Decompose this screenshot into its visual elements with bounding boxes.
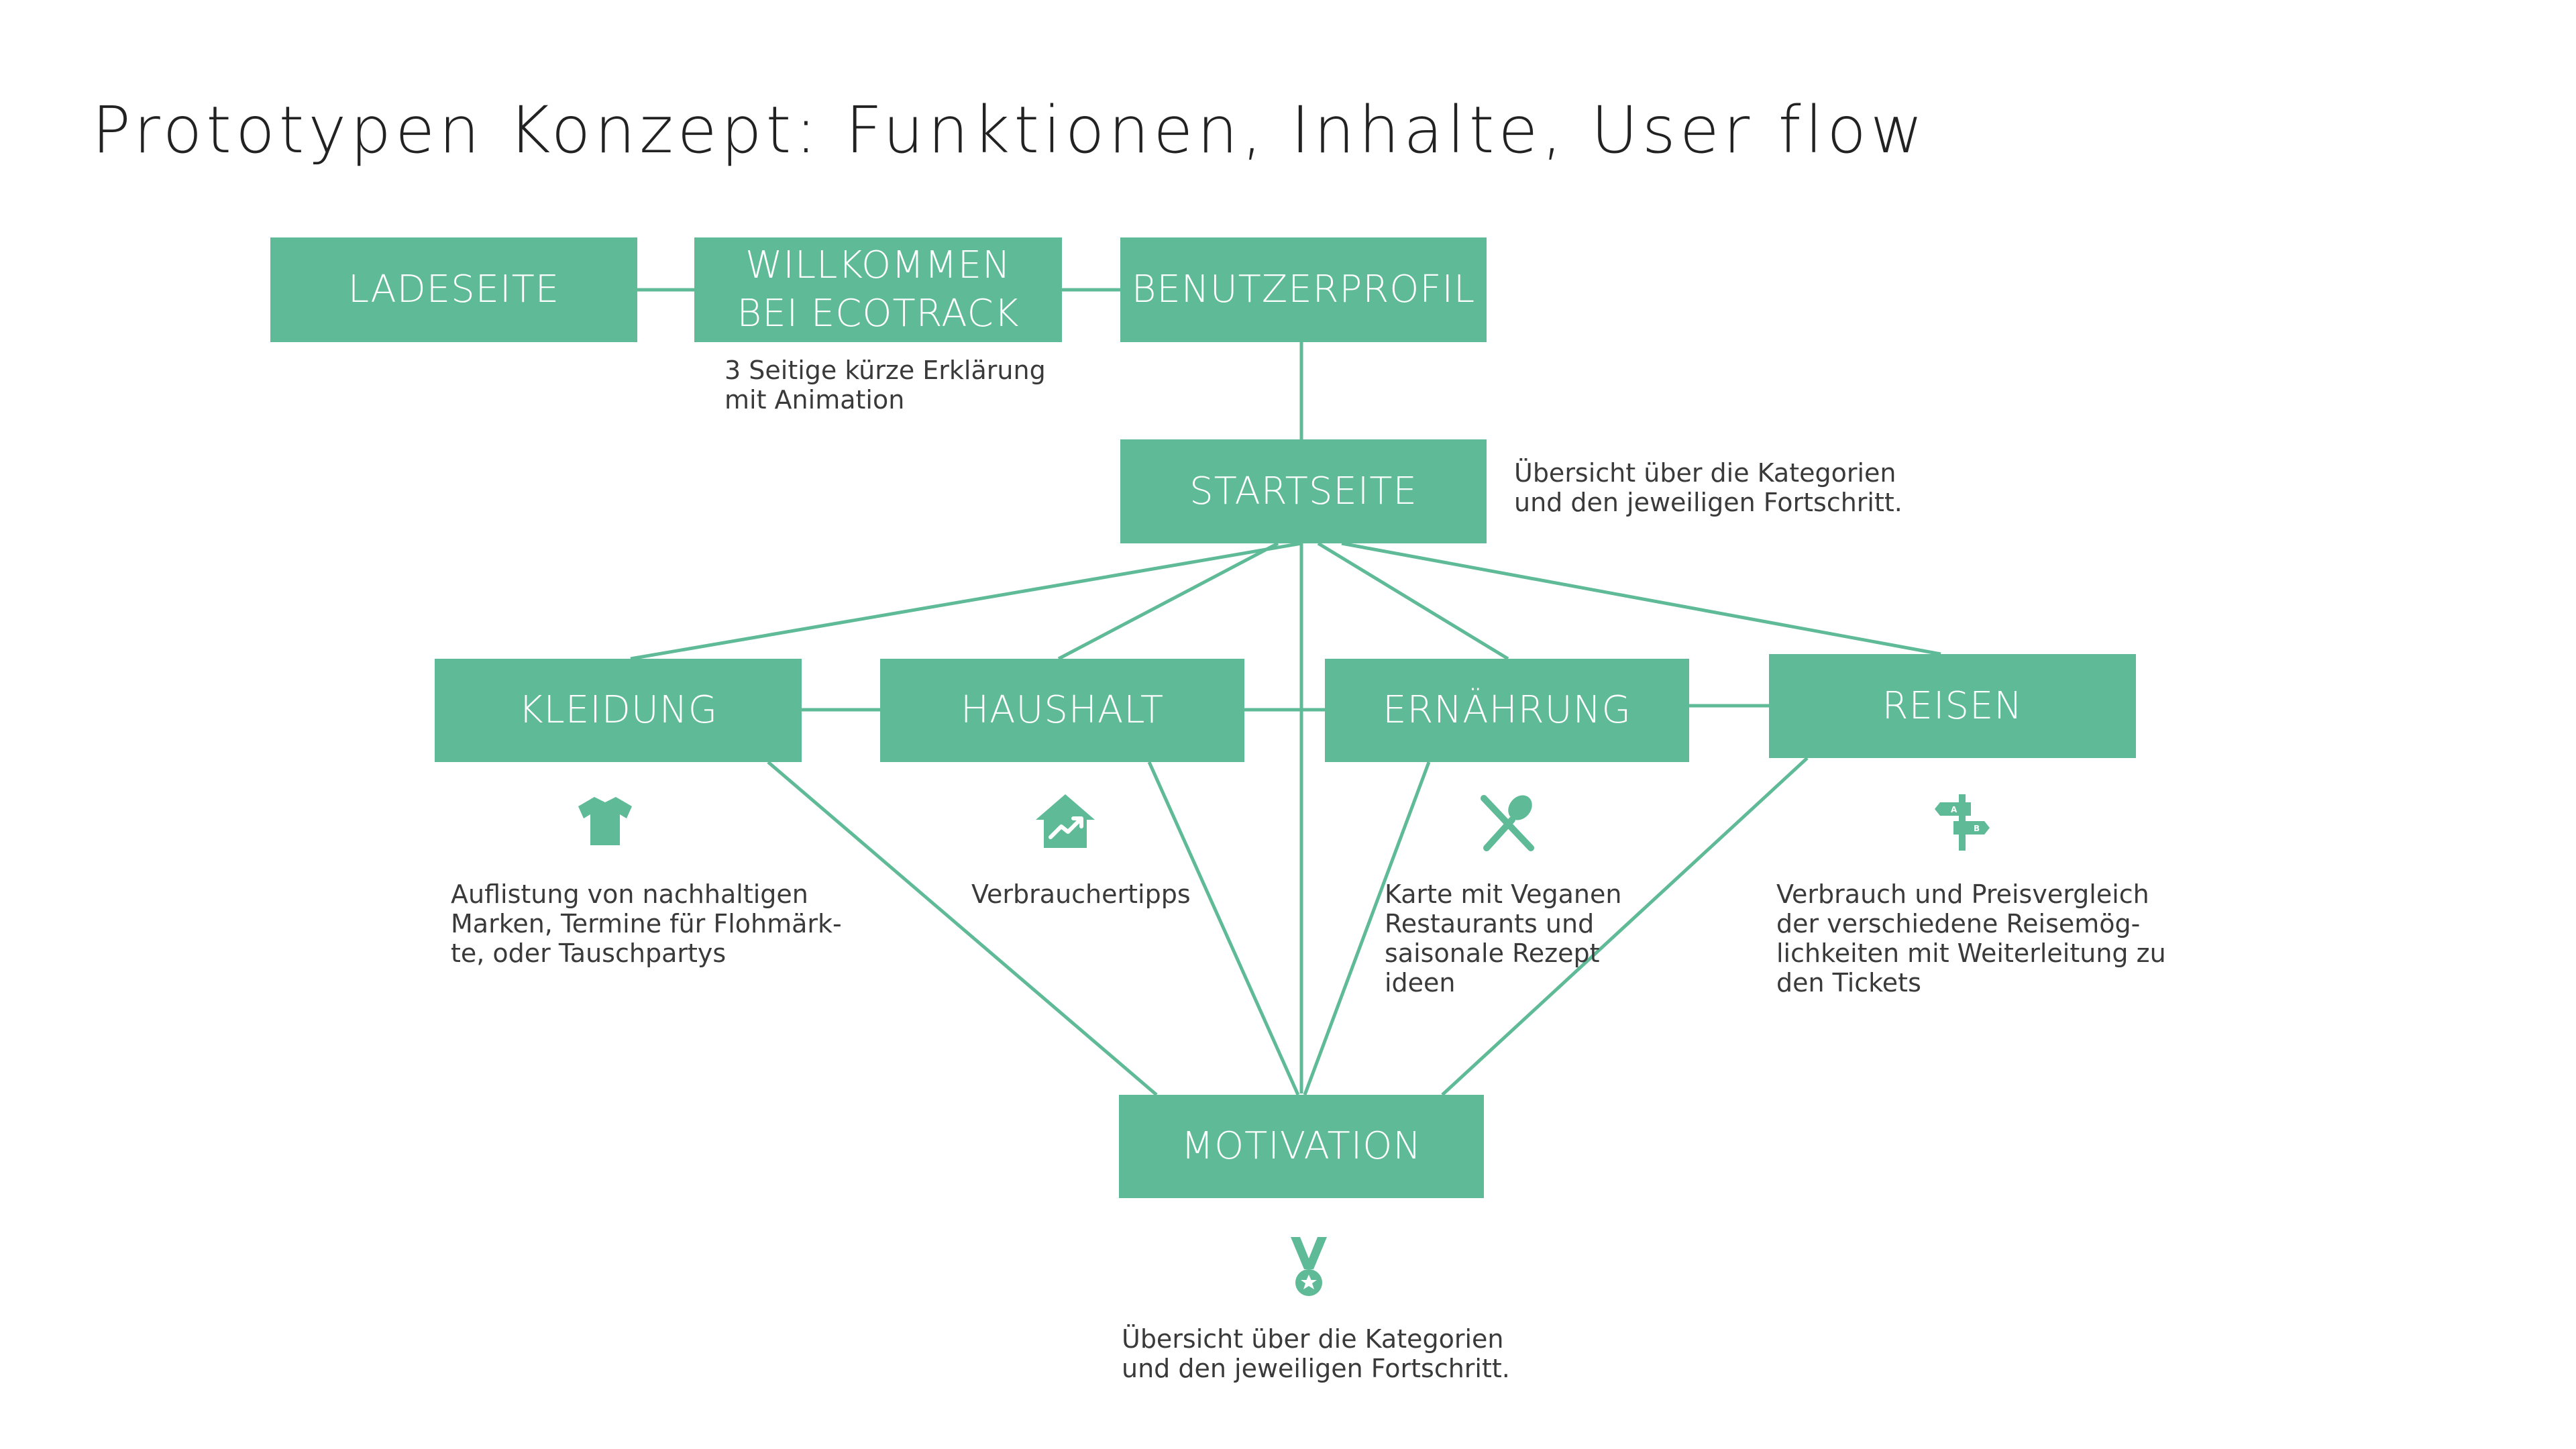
node-ernaehrung: ERNÄHRUNG — [1325, 659, 1689, 762]
connector-ernaehrung-motivation — [1303, 761, 1431, 1095]
note-haushalt: Verbrauchertipps — [971, 879, 1191, 909]
house-trend-icon — [1036, 794, 1095, 848]
svg-text:B: B — [1974, 824, 1980, 833]
connector-startseite-haushalt — [1057, 541, 1279, 661]
connector-startseite-ernaehrung — [1317, 541, 1509, 661]
connector-startseite-reisen — [1341, 541, 1941, 656]
node-motivation: MOTIVATION — [1119, 1095, 1484, 1198]
node-startseite: STARTSEITE — [1120, 439, 1487, 543]
node-ladeseite: LADESEITE — [270, 237, 637, 342]
node-benutzerprofil: BENUTZERPROFIL — [1120, 237, 1487, 342]
connector-startseite-kleidung — [630, 541, 1302, 661]
node-reisen: REISEN — [1769, 654, 2136, 758]
connector-haushalt-motivation — [1147, 761, 1300, 1096]
note-reisen: Verbrauch und Preisvergleich der verschi… — [1776, 879, 2166, 998]
note-ernaehrung: Karte mit Veganen Restaurants und saison… — [1385, 879, 1622, 998]
page-title: Prototypen Konzept: Funktionen, Inhalte,… — [92, 93, 1927, 168]
medal-icon — [1291, 1237, 1327, 1296]
node-haushalt: HAUSHALT — [880, 659, 1244, 762]
note-startseite: Übersicht über die Kategorien und den je… — [1514, 458, 1902, 517]
note-kleidung: Auflistung von nachhaltigen Marken, Term… — [451, 879, 842, 968]
node-kleidung: KLEIDUNG — [435, 659, 802, 762]
connector-kleidung-motivation — [767, 761, 1158, 1096]
signpost-icon: A B — [1935, 794, 1990, 851]
connector-reisen-motivation — [1441, 757, 1809, 1096]
note-willkommen: 3 Seitige kürze Erklärung mit Animation — [724, 356, 1046, 415]
node-willkommen: WILLKOMMEN BEI ECOTRACK — [694, 237, 1062, 342]
svg-text:A: A — [1951, 805, 1957, 814]
shirt-icon — [578, 797, 632, 845]
note-motivation: Übersicht über die Kategorien und den je… — [1122, 1324, 1510, 1383]
cutlery-icon — [1481, 795, 1534, 851]
